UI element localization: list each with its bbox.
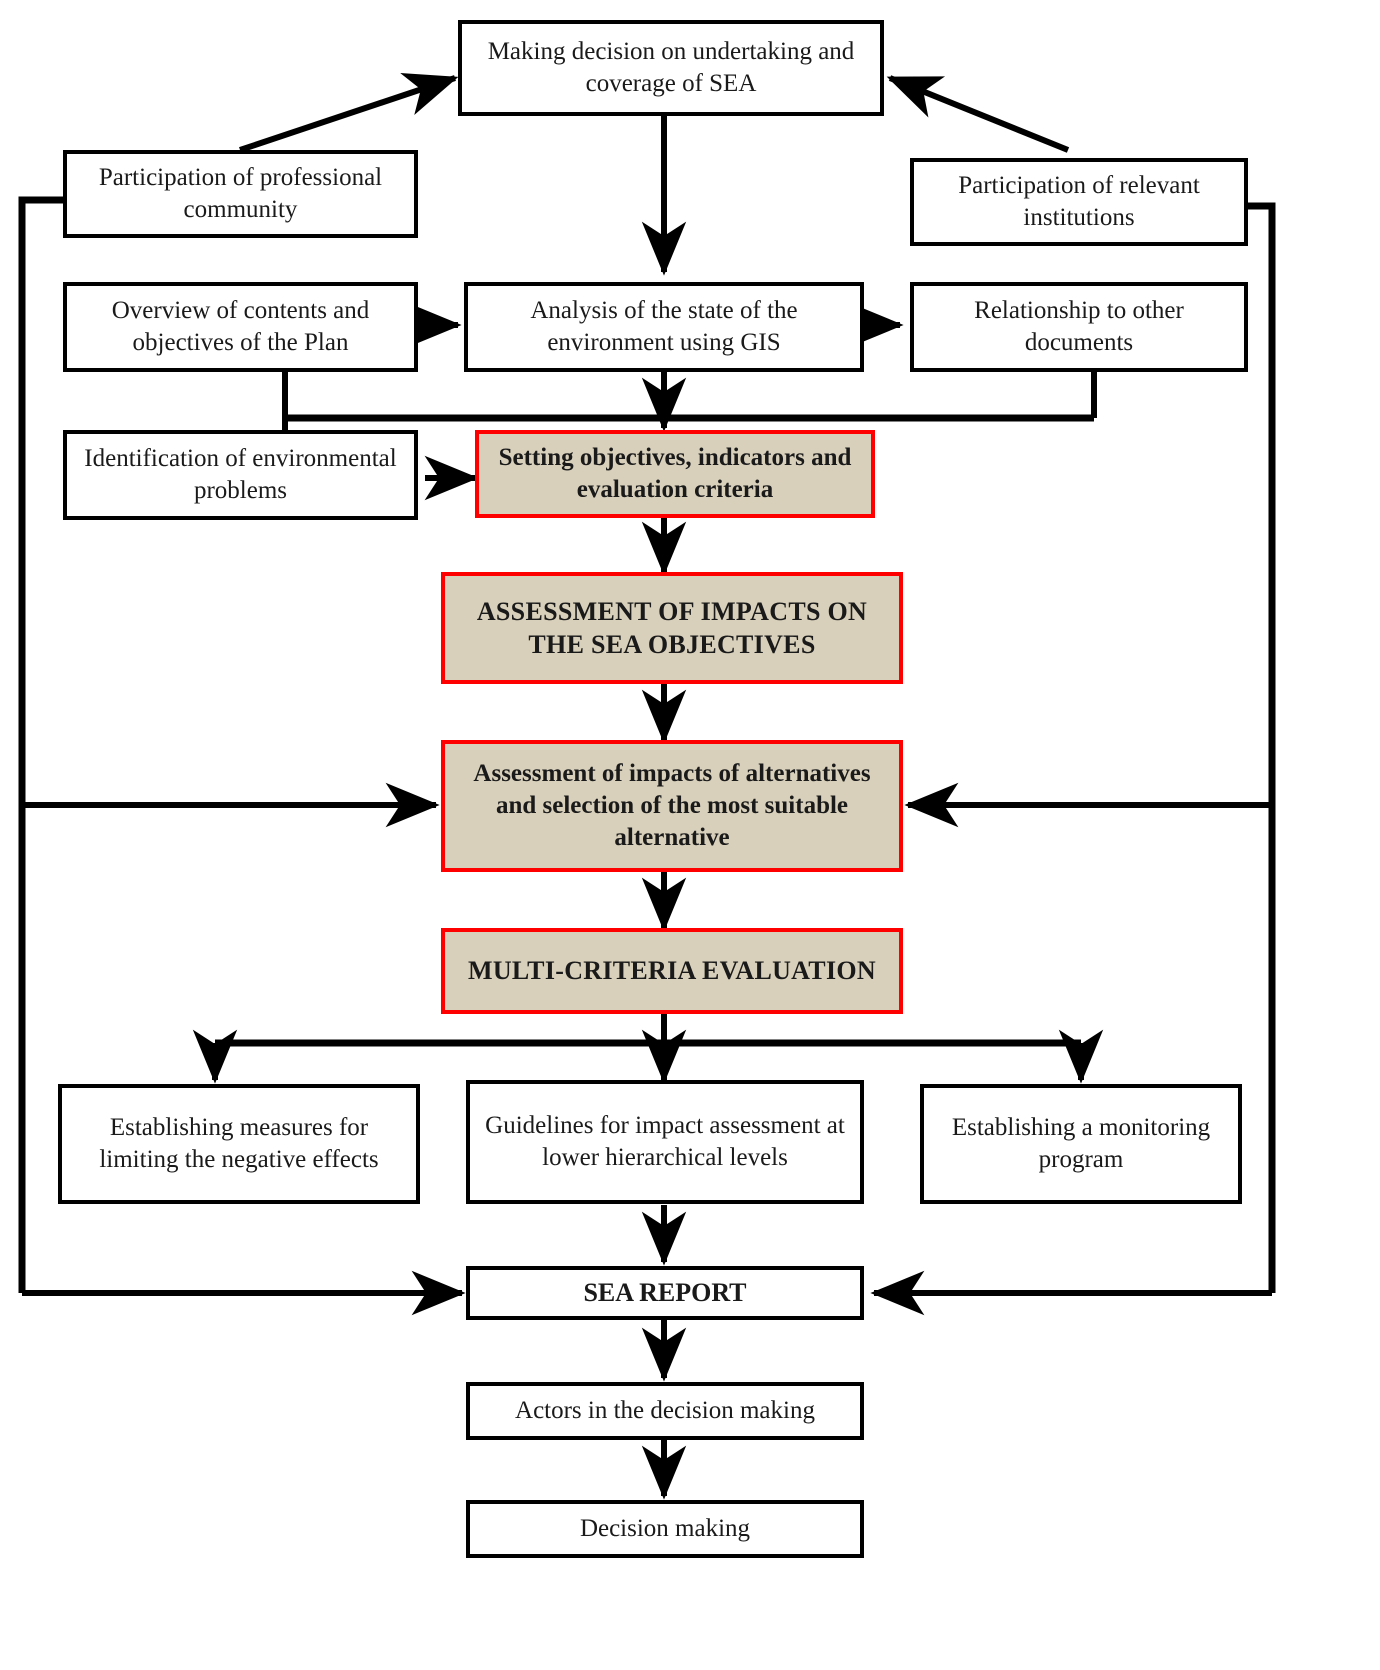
node-participation-institutions-label: Participation of relevant institutions: [958, 172, 1200, 231]
node-participation-professional-label: Participation of professional community: [98, 164, 383, 223]
node-identification-problems-label: Identification of environmental problems: [84, 445, 397, 504]
node-establishing-monitoring-label: Establishing a monitoring program: [951, 1114, 1211, 1173]
node-overview-contents[interactable]: Overview of contents and objectives of t…: [63, 282, 418, 372]
node-assessment-alternatives-label: Assessment of impacts of alternatives an…: [473, 760, 871, 851]
node-guidelines-impact[interactable]: Guidelines for impact assessment at lowe…: [466, 1080, 864, 1204]
node-setting-objectives-label: Setting objectives, indicators and evalu…: [498, 444, 852, 503]
node-multi-criteria[interactable]: MULTI-CRITERIA EVALUATION: [441, 928, 903, 1014]
node-actors-decision-label: Actors in the decision making: [515, 1397, 815, 1424]
node-establishing-measures[interactable]: Establishing measures for limiting the n…: [58, 1084, 420, 1204]
node-establishing-monitoring[interactable]: Establishing a monitoring program: [920, 1084, 1242, 1204]
edge-right-rail: [1248, 202, 1276, 1293]
node-assessment-impacts-sea-label: ASSESSMENT OF IMPACTS ON THE SEA OBJECTI…: [476, 596, 868, 659]
node-setting-objectives[interactable]: Setting objectives, indicators and evalu…: [475, 430, 875, 518]
node-overview-contents-label: Overview of contents and objectives of t…: [111, 297, 370, 356]
node-decision-making[interactable]: Decision making: [466, 1500, 864, 1558]
edge-institutions-to-decision: [886, 75, 1070, 153]
node-relationship-documents-label: Relationship to other documents: [974, 297, 1184, 356]
node-analysis-state[interactable]: Analysis of the state of the environment…: [464, 282, 864, 372]
node-assessment-alternatives[interactable]: Assessment of impacts of alternatives an…: [441, 740, 903, 872]
node-participation-professional[interactable]: Participation of professional community: [63, 150, 418, 238]
node-decision-making-label: Decision making: [579, 1515, 751, 1542]
node-guidelines-impact-label: Guidelines for impact assessment at lowe…: [485, 1112, 845, 1171]
node-participation-institutions[interactable]: Participation of relevant institutions: [910, 158, 1248, 246]
node-identification-problems[interactable]: Identification of environmental problems: [63, 430, 418, 520]
node-analysis-state-label: Analysis of the state of the environment…: [530, 297, 798, 356]
node-relationship-documents[interactable]: Relationship to other documents: [910, 282, 1248, 372]
node-sea-report[interactable]: SEA REPORT: [466, 1266, 864, 1320]
node-multi-criteria-label: MULTI-CRITERIA EVALUATION: [468, 956, 876, 986]
edge-professional-to-decision: [239, 72, 459, 153]
node-actors-decision[interactable]: Actors in the decision making: [466, 1382, 864, 1440]
node-establishing-measures-label: Establishing measures for limiting the n…: [99, 1114, 379, 1173]
node-making-decision[interactable]: Making decision on undertaking and cover…: [458, 20, 884, 116]
edge-left-rail: [18, 196, 63, 1293]
node-assessment-impacts-sea[interactable]: ASSESSMENT OF IMPACTS ON THE SEA OBJECTI…: [441, 572, 903, 684]
node-sea-report-label: SEA REPORT: [583, 1278, 747, 1308]
node-making-decision-label: Making decision on undertaking and cover…: [487, 38, 855, 97]
